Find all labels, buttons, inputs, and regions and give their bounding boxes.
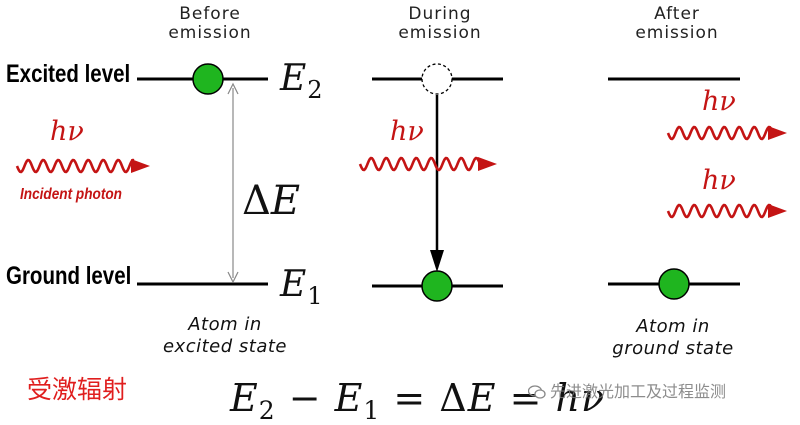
atom-excited: [192, 63, 224, 95]
incident-photon-label: Incident photon: [20, 186, 122, 203]
header-before-line2: emission: [168, 23, 252, 43]
energy-equation: E2 − E1 = ΔE = hν: [230, 376, 605, 425]
eq-equals-delta: = Δ: [380, 376, 468, 420]
state-after-line1: Atom in: [636, 316, 710, 337]
emitted-photon-wave-2: [666, 203, 773, 219]
state-before-line2: excited state: [162, 336, 287, 357]
header-during: During emission: [380, 5, 500, 43]
delta-symbol: Δ: [242, 178, 271, 224]
eq-e2-sub: 2: [258, 396, 276, 425]
delta-e-label: ΔE: [242, 178, 300, 224]
emitted-photon-wave-1: [666, 125, 773, 141]
atom-ground: [658, 268, 690, 300]
eq-delta-e: E: [467, 376, 497, 420]
e2-symbol: E: [280, 58, 307, 99]
incident-photon-symbol: hν: [50, 116, 84, 147]
eq-e2: E: [230, 376, 259, 420]
decay-transition-arrowhead: [430, 250, 444, 272]
header-before: Before emission: [150, 5, 270, 43]
e1-subscript: 1: [307, 282, 323, 310]
excited-level-label: Excited level: [6, 60, 131, 88]
delta-e-symbol: E: [270, 178, 301, 224]
header-after-line1: After: [654, 4, 700, 24]
eq-e1: E: [334, 376, 364, 420]
atom-decayed: [421, 270, 453, 302]
eq-minus: −: [275, 376, 335, 420]
e1-symbol: E: [280, 264, 307, 305]
header-after: After emission: [617, 5, 737, 43]
state-before-line1: Atom in: [188, 314, 262, 335]
ground-level-label: Ground level: [6, 262, 132, 290]
eq-equals: =: [496, 376, 556, 420]
eq-e1-sub: 1: [363, 396, 381, 425]
header-before-line1: Before: [179, 4, 241, 24]
wechat-icon: [528, 385, 546, 399]
state-after-line2: ground state: [612, 338, 734, 359]
stimulated-emission-title: 受激辐射: [27, 375, 128, 404]
header-after-line2: emission: [635, 23, 719, 43]
during-photon-symbol: hν: [390, 116, 424, 147]
emitted-photon-symbol-1: hν: [702, 86, 736, 117]
emitted-photon-arrowhead-1: [768, 126, 787, 140]
e1-label: E1: [280, 264, 323, 310]
watermark: 先进激光加工及过程监测: [528, 378, 726, 402]
state-after-caption: Atom in ground state: [588, 316, 758, 360]
e2-subscript: 2: [307, 76, 323, 104]
state-before-caption: Atom in excited state: [140, 314, 310, 358]
energy-gap-arrowhead-top: [227, 82, 239, 95]
energy-gap-arrowhead-bottom: [227, 271, 239, 284]
e2-label: E2: [280, 58, 323, 104]
header-during-line1: During: [408, 4, 472, 24]
emitted-photon-arrowhead-2: [768, 204, 787, 218]
emitted-photon-symbol-2: hν: [702, 165, 736, 196]
during-photon-wave: [358, 156, 483, 172]
header-during-line2: emission: [398, 23, 482, 43]
eq-hv: hν: [555, 376, 606, 420]
incident-photon-wave: [15, 158, 135, 174]
atom-vacated-position: [421, 63, 453, 95]
incident-photon-arrowhead: [131, 159, 150, 173]
during-photon-arrowhead: [478, 157, 497, 171]
watermark-text: 先进激光加工及过程监测: [550, 382, 727, 401]
